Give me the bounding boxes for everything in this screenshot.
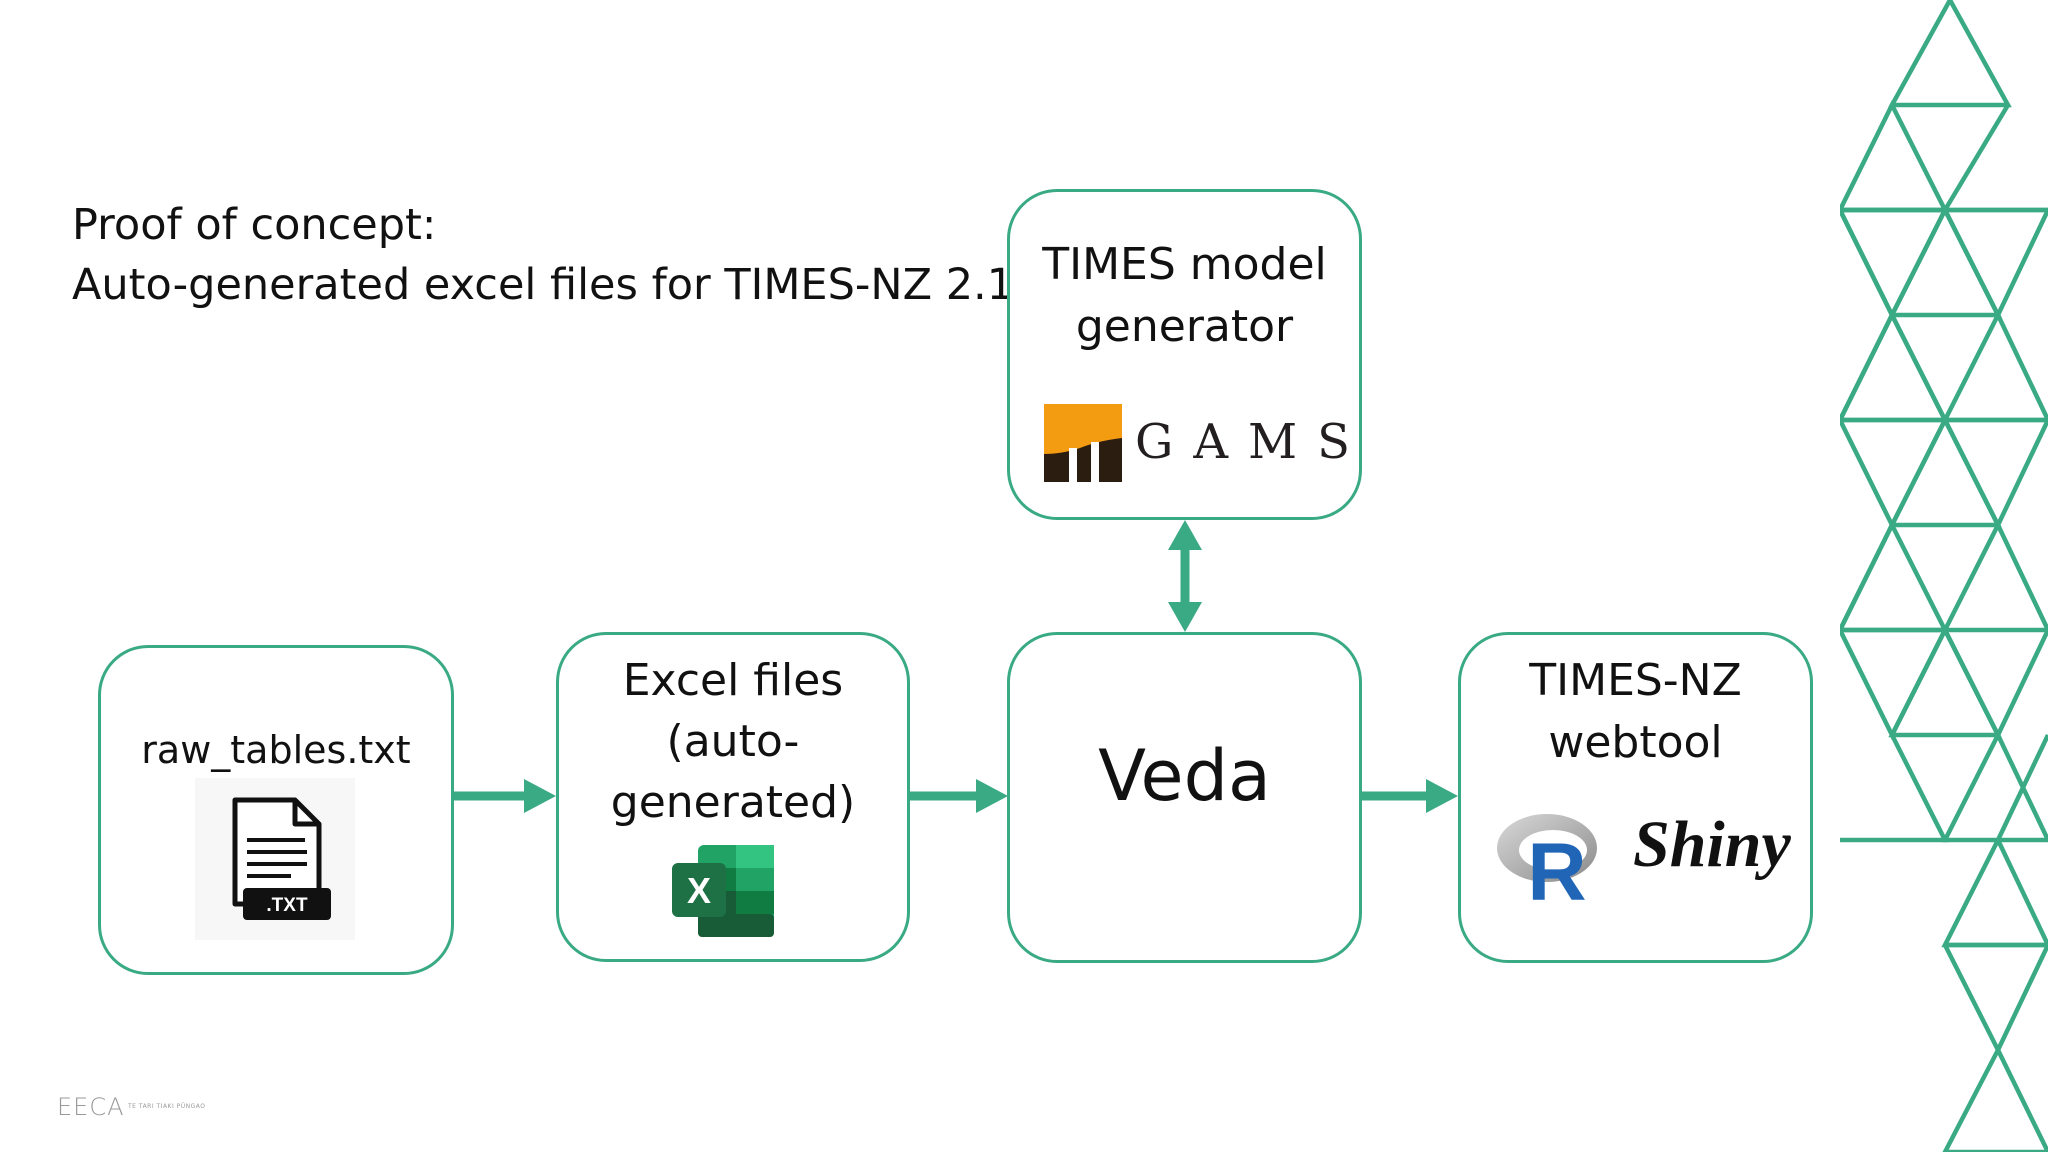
arrow-raw-to-excel bbox=[454, 779, 556, 813]
pattern-triangle bbox=[1889, 313, 2001, 425]
pattern-triangle bbox=[1942, 943, 2048, 1056]
node-times-nz-webtool: TIMES-NZ webtool R Shiny bbox=[1458, 632, 1813, 963]
pattern-triangle bbox=[1840, 524, 1895, 631]
pattern-triangle bbox=[1888, 0, 2012, 108]
node-excel-line-3: generated) bbox=[610, 777, 856, 828]
pattern-triangle bbox=[1840, 519, 1949, 633]
pattern-triangle bbox=[1888, 205, 2002, 318]
pattern-triangle bbox=[1941, 729, 2048, 843]
pattern-triangle bbox=[1888, 625, 2002, 738]
pattern-triangle bbox=[1840, 309, 1949, 423]
gams-logo-icon bbox=[1044, 404, 1122, 482]
pattern-triangle bbox=[1942, 418, 2048, 531]
arrow-veda-to-webtool bbox=[1362, 779, 1458, 813]
r-logo-letter: R bbox=[1527, 827, 1586, 904]
txt-file-icon: .TXT bbox=[195, 778, 355, 940]
excel-icon: X bbox=[672, 845, 774, 937]
pattern-triangle bbox=[1840, 628, 1948, 741]
pattern-triangle bbox=[1840, 418, 1948, 531]
r-logo-icon: R bbox=[1497, 814, 1597, 904]
pattern-triangle bbox=[1942, 628, 2048, 741]
node-raw-tables: raw_tables.txt .TXT bbox=[98, 645, 454, 975]
node-times-gen-line-1: TIMES model bbox=[1042, 239, 1327, 290]
pattern-triangle bbox=[1840, 99, 1949, 213]
excel-icon-letter: X bbox=[687, 870, 711, 911]
node-excel-line-1: Excel files bbox=[622, 655, 844, 706]
node-veda: Veda bbox=[1007, 632, 1362, 963]
pattern-triangle bbox=[1840, 207, 1949, 321]
slide-title-line-1: Proof of concept: bbox=[72, 200, 437, 250]
arrow-excel-to-veda bbox=[910, 779, 1008, 813]
pattern-triangle bbox=[1888, 415, 2002, 528]
node-excel-line-2: (auto- bbox=[666, 716, 800, 767]
node-excel-files: Excel files (auto- generated) X bbox=[556, 632, 910, 962]
node-webtool-line-2: webtool bbox=[1548, 717, 1723, 768]
pattern-triangle bbox=[1941, 838, 2048, 948]
eeca-logo: EECA bbox=[57, 1093, 125, 1121]
slide-title-line-2: Auto-generated excel files for TIMES-NZ … bbox=[72, 260, 1015, 310]
node-times-model-generator: TIMES model generator GAMS bbox=[1007, 189, 1362, 520]
pattern-triangle bbox=[1995, 839, 2048, 946]
pattern-triangle bbox=[1942, 519, 2048, 632]
node-times-gen-line-2: generator bbox=[1075, 301, 1294, 352]
pattern-triangle bbox=[1945, 314, 2048, 423]
pattern-triangle bbox=[1942, 1048, 2048, 1152]
txt-file-badge: .TXT bbox=[266, 895, 308, 916]
shiny-logo: Shiny bbox=[1633, 808, 1791, 881]
node-webtool-line-1: TIMES-NZ bbox=[1529, 655, 1742, 706]
node-veda-label: Veda bbox=[1098, 735, 1271, 817]
eeca-tagline: TE TARI TIAKI PŪNGAO bbox=[128, 1103, 206, 1110]
pattern-triangle bbox=[1840, 733, 1949, 843]
node-raw-tables-label: raw_tables.txt bbox=[141, 728, 411, 772]
pattern-triangle bbox=[1995, 1049, 2048, 1152]
pattern-triangle bbox=[1840, 209, 1895, 421]
pattern-triangle bbox=[1941, 103, 2048, 213]
arrow-veda-generator-bidirectional bbox=[1168, 520, 1202, 632]
pattern-triangle bbox=[1995, 734, 2048, 841]
triangle-pattern-decoration bbox=[1840, 0, 2048, 1152]
pattern-triangle bbox=[1942, 208, 2048, 321]
gams-logo-text: GAMS bbox=[1135, 414, 1371, 470]
